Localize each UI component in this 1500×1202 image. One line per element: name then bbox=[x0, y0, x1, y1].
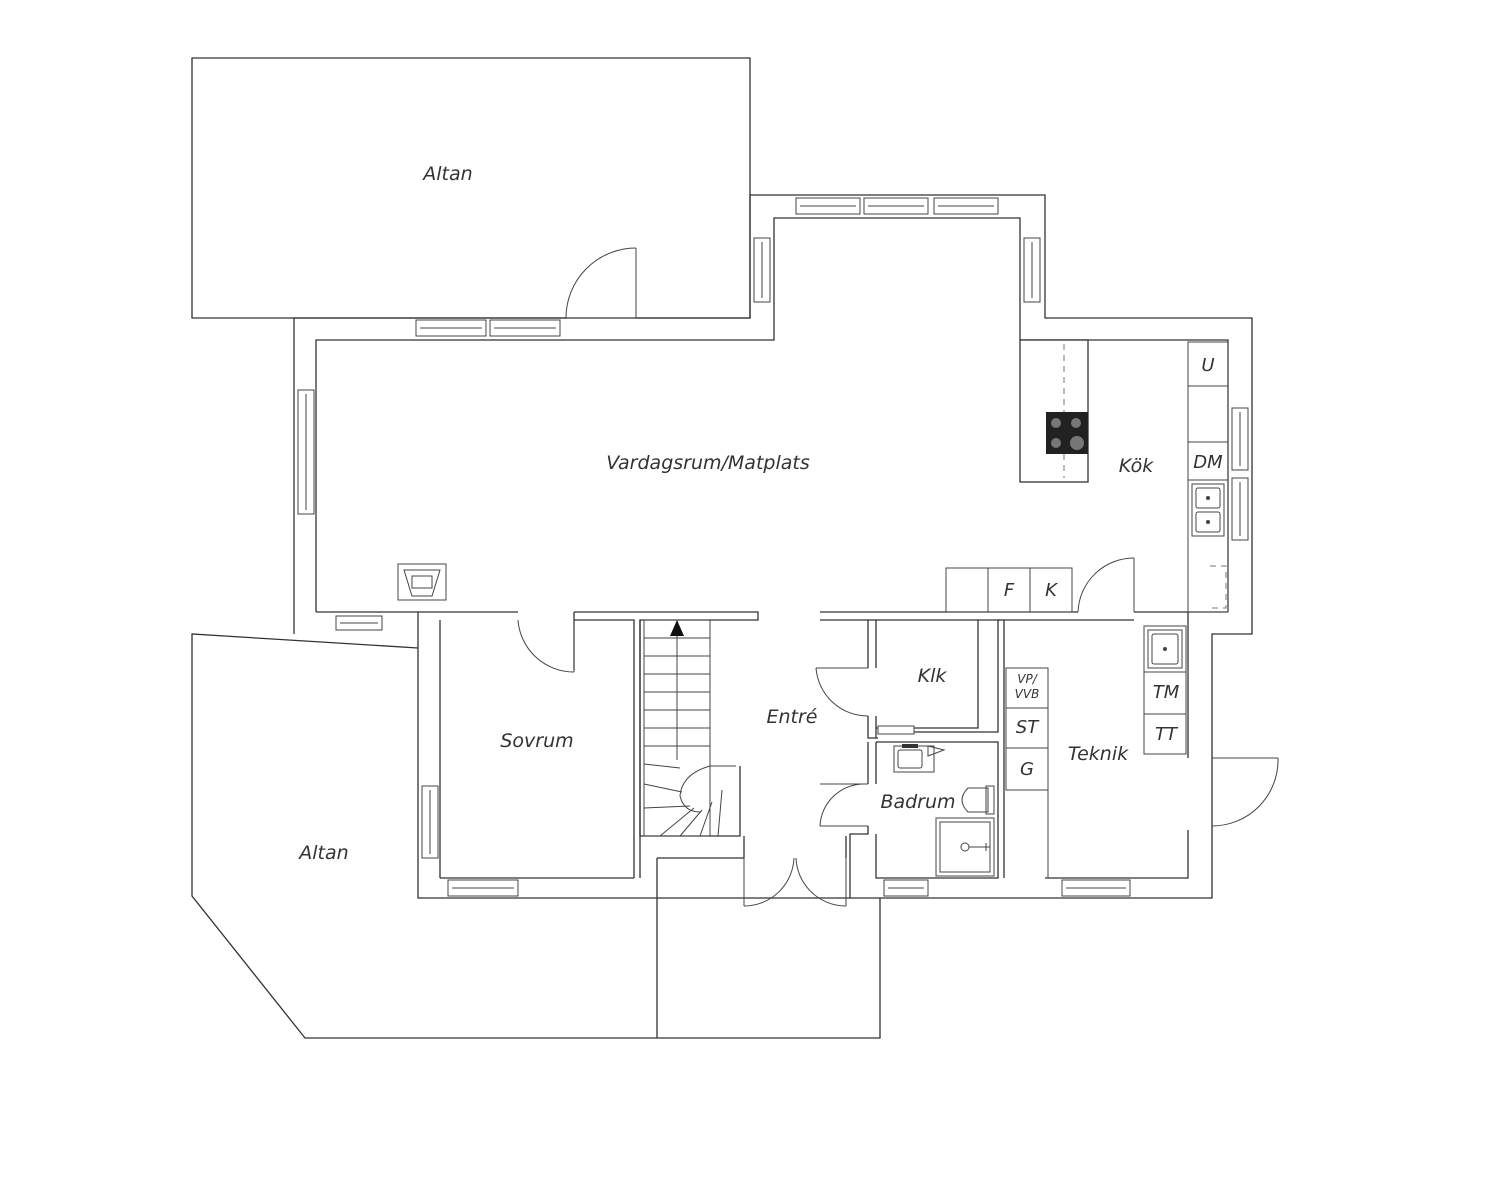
label-f: F bbox=[1004, 580, 1015, 601]
label-badrum: Badrum bbox=[880, 791, 955, 813]
terrace-bottom bbox=[191, 633, 881, 1039]
interior-walls bbox=[316, 611, 1188, 898]
appliance-labels: U DM F K VP/ VVB ST G TM TT bbox=[1004, 355, 1223, 780]
label-tm: TM bbox=[1153, 682, 1180, 703]
label-kok: Kök bbox=[1119, 455, 1154, 477]
room-labels: Altan Vardagsrum/Matplats Kök Sovrum Ent… bbox=[297, 163, 1154, 864]
label-vp-line1: VP/ bbox=[1017, 672, 1038, 686]
sink-icon bbox=[1191, 483, 1225, 537]
label-tt: TT bbox=[1155, 724, 1179, 745]
label-u: U bbox=[1201, 355, 1214, 376]
label-k: K bbox=[1045, 580, 1058, 601]
utility-sink-icon bbox=[1147, 629, 1183, 669]
label-vardagsrum: Vardagsrum/Matplats bbox=[606, 452, 810, 474]
laundry-column bbox=[1143, 625, 1187, 755]
windows bbox=[297, 197, 1249, 897]
kitchen-counter-east bbox=[1187, 341, 1229, 613]
terrace-top bbox=[191, 57, 751, 319]
label-teknik: Teknik bbox=[1068, 743, 1129, 765]
shower-icon bbox=[935, 817, 995, 877]
doors bbox=[517, 247, 1279, 907]
cooktop-icon bbox=[1046, 412, 1088, 454]
kitchen-island bbox=[1019, 339, 1089, 483]
exterior-walls bbox=[293, 194, 1253, 899]
fireplace-icon bbox=[397, 563, 447, 601]
label-entre: Entré bbox=[767, 706, 818, 728]
label-altan-bottom: Altan bbox=[297, 842, 348, 864]
label-vp-line2: VVB bbox=[1015, 687, 1040, 701]
toilet-icon bbox=[961, 785, 995, 815]
bathroom-fixtures bbox=[893, 744, 995, 877]
fridge-freezer bbox=[945, 567, 1073, 613]
label-st: ST bbox=[1016, 717, 1040, 738]
staircase bbox=[643, 619, 736, 837]
label-g: G bbox=[1020, 759, 1034, 780]
label-altan-top: Altan bbox=[421, 163, 472, 185]
label-sovrum: Sovrum bbox=[500, 730, 573, 752]
label-dm: DM bbox=[1193, 452, 1223, 473]
label-klk: Klk bbox=[918, 665, 948, 687]
technical-units bbox=[1005, 667, 1049, 878]
stair-direction-arrow-icon bbox=[670, 620, 684, 636]
washbasin-icon bbox=[893, 744, 946, 773]
